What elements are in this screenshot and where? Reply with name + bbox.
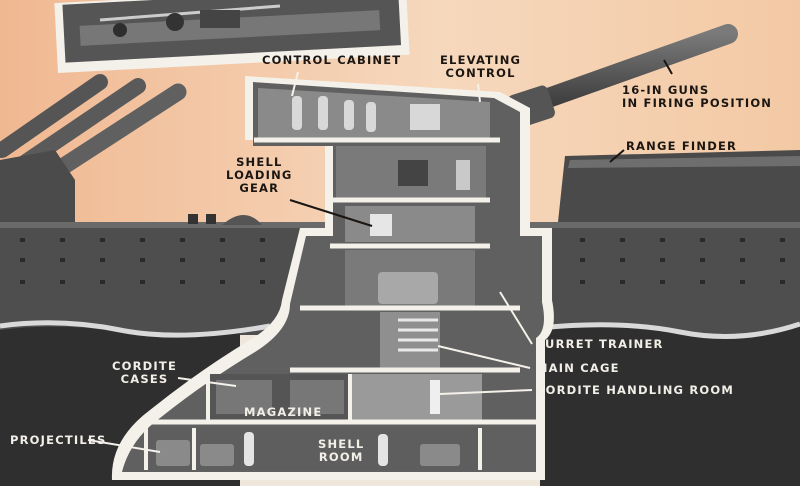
waterline-left [0, 320, 271, 338]
inset-photo [54, 0, 410, 74]
cordite-handling-room [352, 374, 482, 420]
left-turret-housing [0, 150, 75, 228]
label-shell-room: SHELL ROOM [318, 437, 365, 464]
crew-figures-top [292, 96, 440, 132]
label-control-cabinet: CONTROL CABINET [262, 53, 402, 67]
leader-lines [87, 59, 673, 453]
cordite-stacks [216, 380, 344, 414]
label-projectiles: PROJECTILES [10, 433, 107, 447]
water-right [540, 326, 800, 486]
label-cordite-cases: CORDITE CASES [112, 359, 177, 386]
label-elevating-control: ELEVATING CONTROL [440, 53, 522, 80]
label-main-cage: MAIN CAGE [536, 361, 620, 375]
crew-figures-bottom [244, 432, 388, 466]
hull-rivets [20, 238, 785, 284]
waterline-right [539, 321, 800, 339]
label-range-finder: RANGE FINDER [626, 139, 738, 153]
label-turret-trainer: TURRET TRAINER [536, 337, 664, 351]
label-cordite-handling-room: CORDITE HANDLING ROOM [536, 383, 735, 397]
range-finder-housing [558, 150, 800, 222]
label-magazine: MAGAZINE [244, 405, 323, 419]
label-shell-loading-gear: SHELL LOADING GEAR [226, 155, 293, 195]
label-16in-guns: 16-IN GUNS IN FIRING POSITION [622, 83, 773, 110]
projectile-stacks [156, 440, 460, 466]
